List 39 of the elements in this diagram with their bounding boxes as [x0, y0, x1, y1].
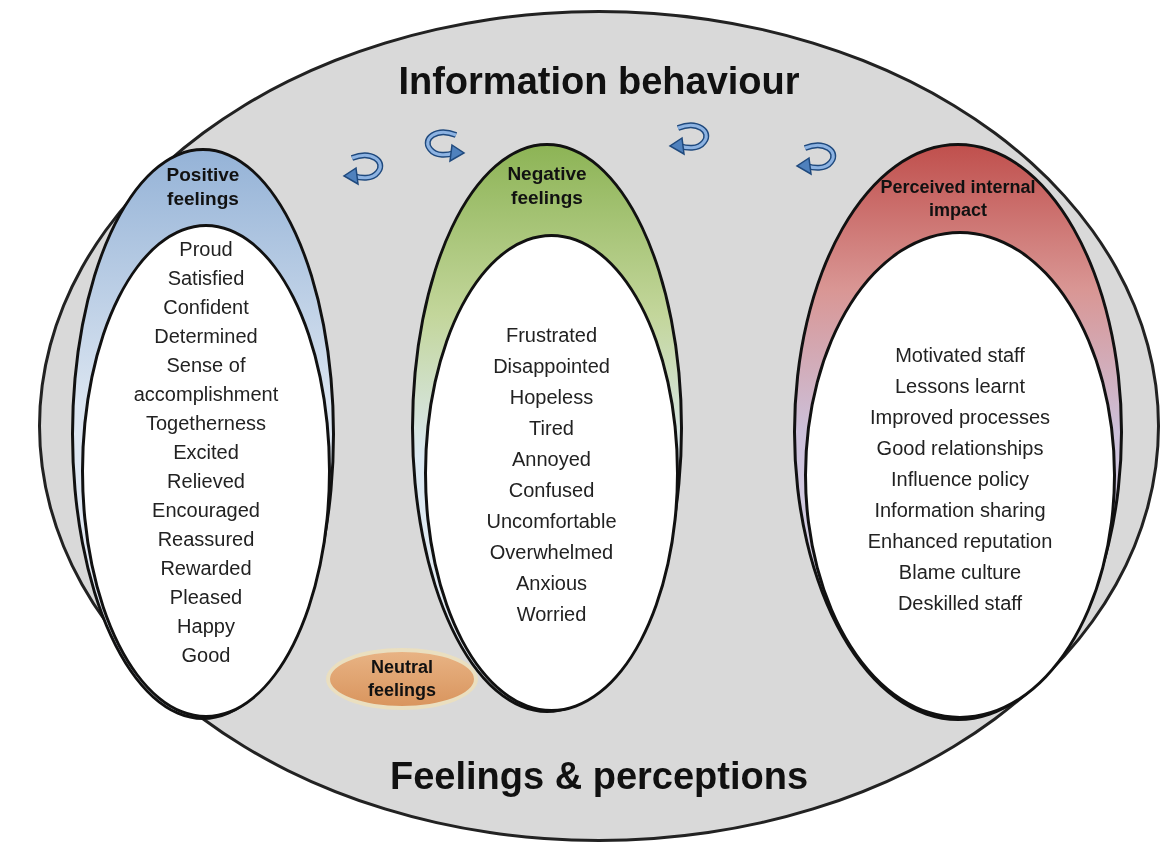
ellipse-title: Positive feelings [165, 163, 241, 211]
list-item: Disappointed [492, 354, 611, 379]
list-item: Enhanced reputation [866, 529, 1054, 554]
list-item: Satisfied [166, 266, 246, 291]
list-item: Rewarded [159, 556, 253, 581]
list-item: Deskilled staff [896, 591, 1024, 616]
heading: Feelings & perceptions [388, 754, 810, 799]
list-item: Togetherness [144, 411, 268, 436]
list-item: Sense of accomplishment [132, 353, 280, 407]
list-item: Happy [176, 614, 236, 639]
list-item: Overwhelmed [488, 540, 615, 565]
list-item: Blame culture [897, 560, 1023, 585]
list-item: Pleased [168, 585, 244, 610]
ellipse-title: Neutral feelings [367, 656, 437, 701]
heading: Information behaviour [397, 59, 801, 104]
ellipse-title: Perceived internal impact [879, 176, 1037, 221]
list-item: Uncomfortable [485, 509, 618, 534]
list-item: Worried [515, 602, 588, 627]
ellipse-title: Negative feelings [506, 162, 588, 210]
list-item: Confused [507, 478, 596, 503]
list-item: Motivated staff [894, 343, 1026, 368]
list-item: Frustrated [504, 323, 599, 348]
list-item: Excited [172, 440, 240, 465]
list-item: Influence policy [890, 467, 1030, 492]
list-item: Encouraged [151, 498, 261, 523]
list-item: Annoyed [511, 447, 592, 472]
list-item: Improved processes [868, 405, 1052, 430]
list-item: Relieved [166, 469, 246, 494]
list-item: Tired [528, 416, 575, 441]
list-item: Reassured [156, 527, 256, 552]
list-item: Anxious [514, 571, 589, 596]
list-item: Hopeless [508, 385, 595, 410]
list-item: Information sharing [873, 498, 1047, 523]
list-item: Lessons learnt [893, 374, 1027, 399]
list-item: Proud [178, 237, 234, 262]
list-item: Confident [162, 295, 250, 320]
list-item: Good relationships [875, 436, 1045, 461]
list-item: Good [180, 643, 232, 668]
list-item: Determined [153, 324, 259, 349]
